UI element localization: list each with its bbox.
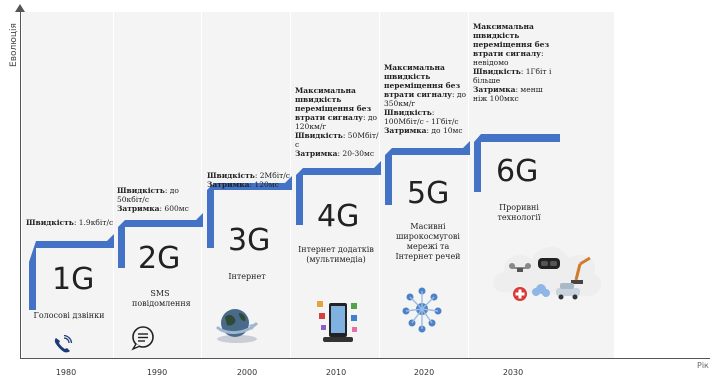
spec-label: Максимальна швидкість переміщення без вт… xyxy=(384,63,461,99)
spec-value: : 20-30мс xyxy=(337,149,375,158)
spec-block-2G: Швидкість: до 50кбіт/с Затримка: 600мс xyxy=(117,186,201,213)
phone-signal-icon xyxy=(50,334,76,356)
spec-block-5G: Максимальна швидкість переміщення без вт… xyxy=(384,63,470,135)
spec-label: Затримка xyxy=(207,180,250,189)
spec-value: : до 50кбіт/с xyxy=(117,186,179,204)
generation-description-6G: Проривні технології xyxy=(497,203,541,222)
spec-label: Швидкість xyxy=(207,171,255,180)
spec-label: Максимальна швидкість переміщення без вт… xyxy=(295,86,372,122)
y-axis-arrow xyxy=(15,4,25,12)
spec-value: : до 120км/г xyxy=(295,113,377,131)
spec-block-4G: Максимальна швидкість переміщення без вт… xyxy=(295,86,379,158)
generation-label-3G: 3G xyxy=(228,223,271,258)
spec-block-1G: Швидкість: 1.9кбіт/с xyxy=(26,218,114,227)
step-6G xyxy=(474,134,560,192)
spec-value: : 1Гбіт і більше xyxy=(473,67,552,85)
spec-block-3G: Швидкість: 2Мбіт/с Затримка: 120мс xyxy=(207,171,291,189)
step-5G xyxy=(385,148,470,205)
generation-description-4G: Інтернет додатків (мультимедіа) xyxy=(298,245,374,264)
step-1G xyxy=(29,241,114,310)
generation-description-1G: Голосові дзвінки xyxy=(33,311,105,320)
generation-label-6G: 6G xyxy=(496,154,539,189)
column-bg-2010 xyxy=(291,12,379,358)
step-joint xyxy=(285,176,292,183)
year-label: 2000 xyxy=(236,368,258,377)
spec-label: Затримка xyxy=(384,126,427,135)
year-label: 2030 xyxy=(502,368,524,377)
column-bg-2030 xyxy=(469,12,614,358)
step-4G xyxy=(296,168,381,225)
spec-value: : 120мс xyxy=(249,180,279,189)
spec-value: : невідомо xyxy=(473,49,544,67)
step-joint xyxy=(374,161,381,168)
spec-label: Затримка xyxy=(117,204,160,213)
iot-network-icon xyxy=(398,283,446,337)
spec-value: : до 350км/г xyxy=(384,90,466,108)
spec-label: Швидкість xyxy=(117,186,165,195)
column-bg-1980 xyxy=(22,12,113,358)
generation-label-5G: 5G xyxy=(407,176,450,211)
generation-label-2G: 2G xyxy=(138,241,181,276)
spec-value: : 600мс xyxy=(159,204,189,213)
chat-bubble-icon xyxy=(128,324,158,352)
generation-label-1G: 1G xyxy=(52,262,95,297)
spec-label: Затримка xyxy=(473,85,516,94)
year-label: 1990 xyxy=(146,368,168,377)
spec-value: : 50Мбіт/с xyxy=(295,131,379,149)
step-joint xyxy=(463,141,470,148)
column-bg-1990 xyxy=(114,12,201,358)
step-2G xyxy=(118,220,203,268)
year-label: 1980 xyxy=(55,368,77,377)
generation-description-3G: Інтернет xyxy=(228,272,266,281)
spec-label: Швидкість xyxy=(473,67,521,76)
spec-block-6G: Максимальна швидкість переміщення без вт… xyxy=(473,22,559,103)
year-label: 2020 xyxy=(413,368,435,377)
spec-value: : до 10мс xyxy=(426,126,463,135)
spec-label: Затримка xyxy=(295,149,338,158)
step-joint xyxy=(196,213,203,220)
step-3G xyxy=(207,183,292,248)
generation-description-2G: SMS повідомлення xyxy=(132,289,191,308)
spec-label: Швидкість xyxy=(26,218,74,227)
x-axis-label: Рік xyxy=(697,361,709,370)
y-axis xyxy=(20,10,21,359)
spec-label: Максимальна швидкість переміщення без вт… xyxy=(473,22,550,58)
spec-label: Швидкість xyxy=(384,108,432,117)
spec-label: Швидкість xyxy=(295,131,343,140)
year-label: 2010 xyxy=(325,368,347,377)
generation-description-5G: Масивні широкосмугові мережі та Інтернет… xyxy=(395,222,461,261)
generation-label-4G: 4G xyxy=(317,199,360,234)
step-joint xyxy=(107,234,114,241)
future-tech-cloud-icon xyxy=(488,226,606,312)
column-bg-2020 xyxy=(380,12,468,358)
spec-value: : 1.9кбіт/с xyxy=(73,218,114,227)
spec-value: : 100Мбіт/с - 1Гбіт/с xyxy=(384,108,459,126)
smartphone-apps-icon xyxy=(313,297,363,347)
globe-icon xyxy=(211,303,263,345)
spec-value: : 2Мбіт/с xyxy=(254,171,291,180)
spec-value: : менш ніж 100мкс xyxy=(473,85,543,103)
x-axis xyxy=(20,358,710,359)
